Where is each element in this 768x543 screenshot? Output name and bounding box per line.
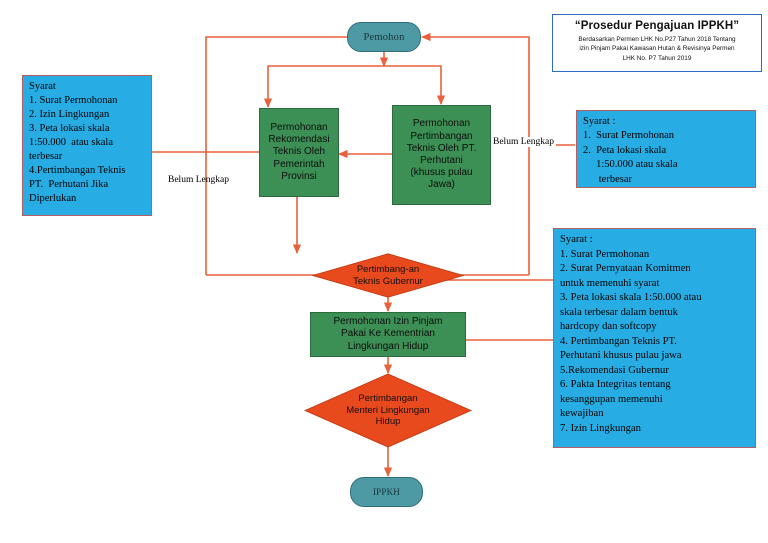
process-izin-line-1: Permohonan Izin Pinjam <box>333 316 443 328</box>
note-right-bottom-line-12: kesanggupan memenuhi <box>560 393 663 405</box>
edge-label-belum-lengkap-left: Belum Lengkap <box>168 175 229 185</box>
node-process-pertimbangan-perhutani[interactable]: Permohonan Pertimbangan Teknis Oleh PT. … <box>392 105 491 205</box>
edge-belum-lengkap-left-to-start <box>205 32 364 275</box>
process-rekomendasi-line-1: Permohonan <box>270 122 328 134</box>
title-text: “Prosedur Pengajuan IPPKH” <box>574 20 740 32</box>
note-left-line-1: Syarat <box>29 81 56 92</box>
note-right-bottom-line-6: skala terbesar dalam bentuk <box>560 306 678 318</box>
note-left-syarat: Syarat 1. Surat Permohonan 2. Izin Lingk… <box>22 75 152 216</box>
process-izin-line-3: Lingkungan Hidup <box>347 340 429 352</box>
note-right-bottom-line-5: 3. Peta lokasi skala 1:50.000 atau <box>560 292 702 303</box>
edge-label-belum-lengkap-right: Belum Lengkap <box>491 137 556 147</box>
node-process-izin-pinjam-pakai[interactable]: Permohonan Izin Pinjam Pakai Ke Kementri… <box>310 312 466 357</box>
note-right-bottom-line-1: Syarat : <box>560 234 593 245</box>
note-right-bottom-line-7: hardcopy dan softcopy <box>560 321 657 332</box>
process-rekomendasi-line-3: Teknis Oleh <box>272 146 326 158</box>
note-right-bottom-line-13: kewajiban <box>560 408 604 419</box>
note-left-line-3: 2. Izin Lingkungan <box>29 108 110 120</box>
node-decision-pertimbangan-menteri[interactable]: Pertimbangan Menteri Lingkungan Hidup <box>304 373 472 448</box>
note-right-top-syarat: Syarat : 1. Surat Permohonan 2. Peta lok… <box>576 110 756 188</box>
edge-bus-to-rekomendasi <box>263 65 384 108</box>
note-left-line-7: 4.Pertimbangan Teknis <box>29 164 126 176</box>
note-left-line-6: terbesar <box>29 150 63 162</box>
edge-bus-to-perhutani <box>384 65 446 105</box>
node-process-rekomendasi-provinsi[interactable]: Permohonan Rekomendasi Teknis Oleh Pemer… <box>259 108 339 197</box>
process-perhutani-line-3: Teknis Oleh PT. <box>406 142 477 154</box>
note-left-line-9: Diperlukan <box>29 192 77 204</box>
note-right-bottom-line-8: 4. Pertimbangan Teknis PT. <box>560 335 677 347</box>
title-subtitle: Berdasarkan Permen LHK No.P27 Tahun 2018… <box>557 35 757 63</box>
note-right-bottom-line-11: 6. Pakta Integritas tentang <box>560 379 671 390</box>
node-end-label: IPPKH <box>372 487 400 497</box>
title-subtitle-line-3: LHK No. P7 Tahun 2019 <box>622 54 692 62</box>
node-start-pemohon[interactable]: Pemohon <box>347 22 421 52</box>
process-perhutani-line-5: (khusus pulau <box>410 167 473 179</box>
node-start-label: Pemohon <box>363 31 405 43</box>
process-perhutani-line-2: Pertimbangan <box>410 130 473 142</box>
note-right-top-line-2: 1. Surat Permohonan <box>583 130 674 142</box>
note-right-top-line-1: Syarat : <box>583 116 616 127</box>
note-right-top-line-4: 1:50.000 atau skala <box>583 159 678 171</box>
process-perhutani-line-4: Perhutani <box>420 155 463 166</box>
note-right-bottom-line-4: untuk memenuhi syarat <box>560 277 660 289</box>
note-left-line-5: 1:50.000 atau skala <box>29 136 113 148</box>
note-left-line-8: PT. Perhutani Jika <box>29 178 109 190</box>
title-subtitle-line-2: izin Pinjam Pakai Kawasan Hutan & Revisi… <box>579 45 735 53</box>
note-right-top-line-3: 2. Peta lokasi skala <box>583 144 667 156</box>
decision-menteri-shape <box>304 373 472 448</box>
decision-gubernur-shape <box>312 253 464 298</box>
note-right-top-line-5: terbesar <box>583 173 632 185</box>
process-perhutani-line-6: Jawa) <box>428 179 455 191</box>
process-rekomendasi-line-2: Rekomendasi <box>268 134 330 146</box>
node-end-ippkh[interactable]: IPPKH <box>350 477 423 507</box>
title-legend-box: “Prosedur Pengajuan IPPKH” Berdasarkan P… <box>552 14 762 72</box>
node-decision-pertimbangan-gubernur[interactable]: Pertimbang-an Teknis Gubernur <box>312 253 464 298</box>
note-right-bottom-syarat: Syarat : 1. Surat Permohonan 2. Surat Pe… <box>553 228 756 448</box>
note-right-bottom-line-2: 1. Surat Permohonan <box>560 248 650 260</box>
process-rekomendasi-line-4: Pemerintah <box>273 158 325 170</box>
process-rekomendasi-line-5: Provinsi <box>281 170 317 182</box>
edge-belum-lengkap-right-to-start <box>421 32 530 275</box>
note-right-bottom-line-9: Perhutani khusus pulau jawa <box>560 350 682 361</box>
note-left-line-2: 1. Surat Permohonan <box>29 94 118 106</box>
process-izin-line-2: Pakai Ke Kementrian <box>341 328 435 340</box>
note-right-bottom-line-14: 7. Izin Lingkungan <box>560 422 641 434</box>
note-right-bottom-line-10: 5.Rekomendasi Gubernur <box>560 364 669 376</box>
title-subtitle-line-1: Berdasarkan Permen LHK No.P27 Tahun 2018… <box>578 36 736 43</box>
process-perhutani-line-1: Permohonan <box>412 118 471 130</box>
note-left-line-4: 3. Peta lokasi skala <box>29 122 110 134</box>
note-right-bottom-line-3: 2. Surat Pernyataan Komitmen <box>560 263 691 274</box>
